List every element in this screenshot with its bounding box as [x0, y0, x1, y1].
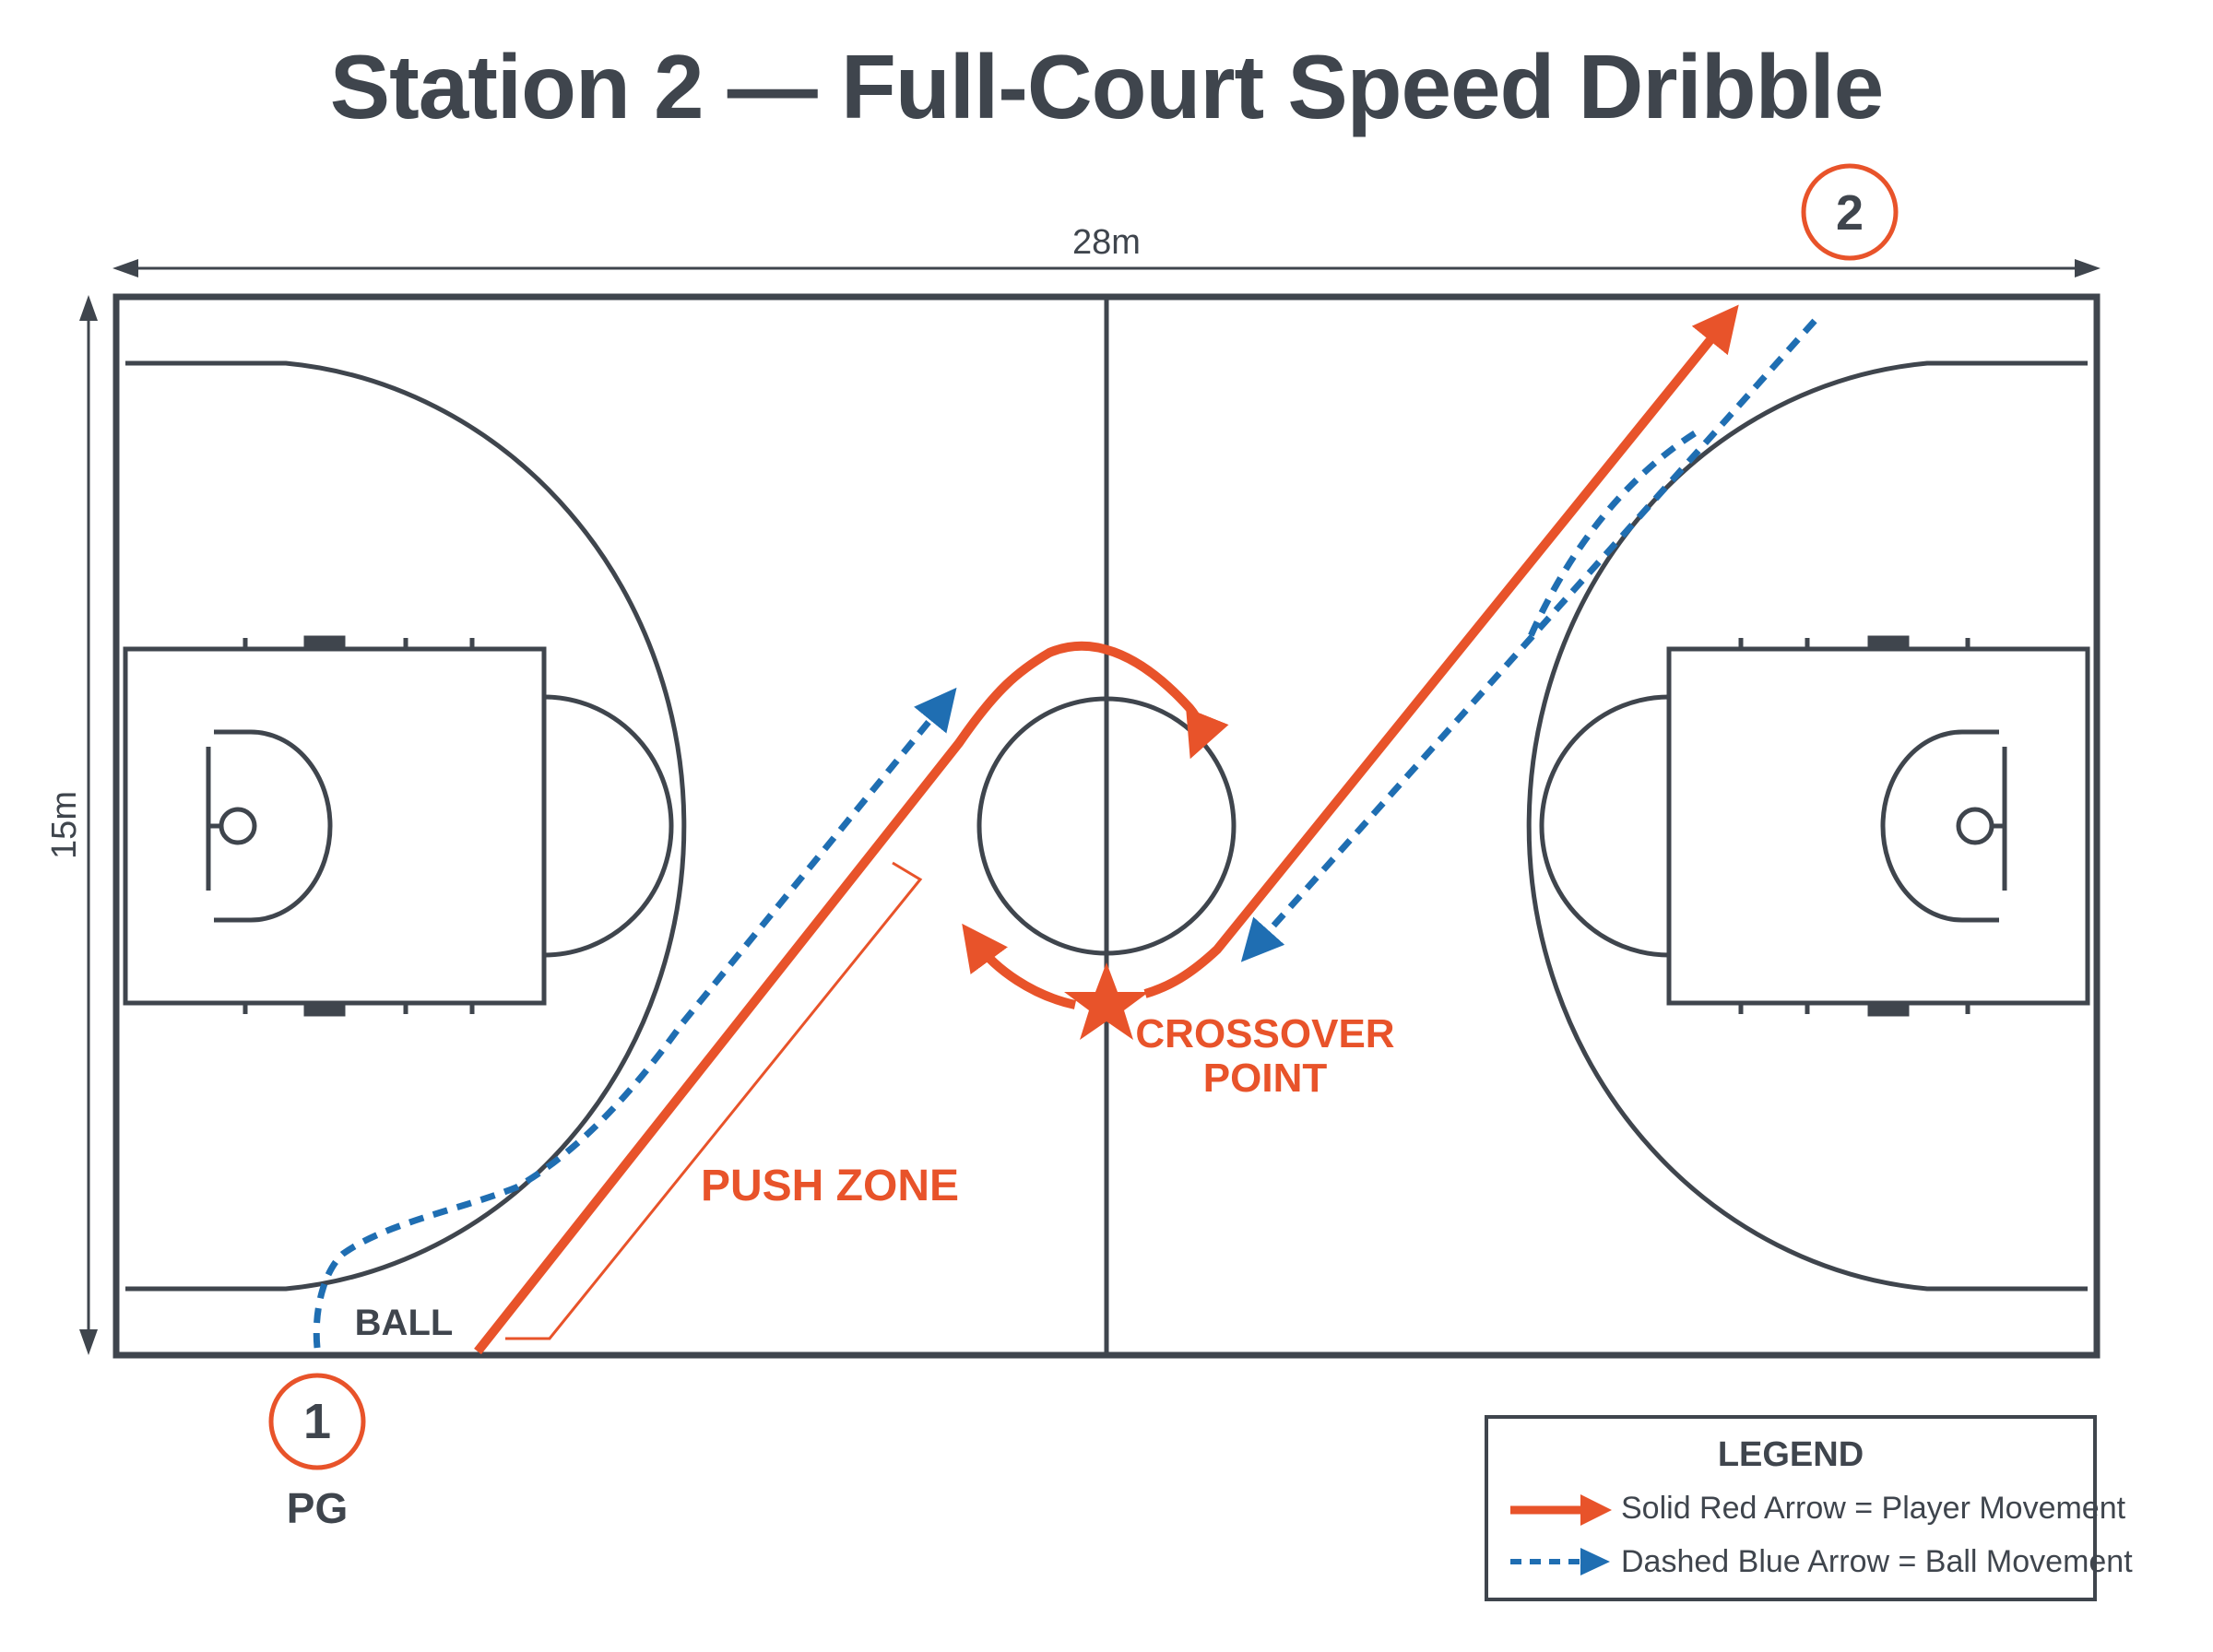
player-2-marker: 2 — [1801, 163, 1899, 261]
legend-item-label: Dashed Blue Arrow = Ball Movement — [1621, 1544, 2133, 1579]
legend-item-ball-movement: Dashed Blue Arrow = Ball Movement — [1488, 1539, 2133, 1585]
right-free-throw-semicircle — [1539, 694, 1670, 958]
legend-item-player-movement: Solid Red Arrow = Player Movement — [1488, 1485, 2125, 1531]
legend-box: LEGEND Solid Red Arrow = Player Movement… — [1485, 1415, 2133, 1601]
crossover-label-line2: POINT — [1203, 1056, 1328, 1101]
left-three-point-line — [125, 360, 687, 1292]
center-circle — [976, 696, 1237, 956]
crossover-star-icon — [1064, 962, 1149, 1040]
length-label: 28m — [1072, 223, 1141, 262]
crossover-label-line1: CROSSOVER — [1135, 1011, 1394, 1056]
length-dimension — [112, 259, 2101, 277]
ball-movement-arrow-3 — [1527, 431, 1697, 638]
player-movement-arrow-2 — [1143, 304, 1739, 998]
left-key — [123, 646, 547, 1006]
crossover-curl-arrow — [962, 923, 1077, 1009]
solid-red-arrow-icon — [1510, 1494, 1612, 1526]
push-zone-bracket — [505, 861, 923, 1340]
right-three-point-line — [1526, 360, 2088, 1292]
left-free-throw-semicircle — [543, 694, 674, 958]
diagram-title: Station 2 — Full-Court Speed Dribble — [329, 36, 1885, 137]
width-label: 15m — [45, 791, 84, 859]
right-key — [1666, 646, 2090, 1006]
player-1-role: PG — [287, 1484, 348, 1532]
ball-movement-arrow-1 — [313, 687, 957, 1349]
legend-title: LEGEND — [1717, 1435, 1864, 1474]
width-dimension — [79, 295, 98, 1355]
push-zone-label: PUSH ZONE — [701, 1162, 959, 1210]
dashed-blue-arrow-icon — [1510, 1548, 1610, 1575]
left-hoop — [219, 807, 257, 845]
ball-label: BALL — [355, 1303, 454, 1343]
right-hoop — [1956, 807, 1994, 845]
player-2-number: 2 — [1836, 185, 1864, 241]
player-1-marker: 1 — [268, 1373, 366, 1470]
ball-movement-arrow-2 — [1240, 318, 1817, 962]
player-movement-path — [474, 641, 1229, 1355]
court — [112, 293, 2101, 1359]
player-1-number: 1 — [303, 1394, 331, 1449]
legend-item-label: Solid Red Arrow = Player Movement — [1621, 1491, 2126, 1526]
